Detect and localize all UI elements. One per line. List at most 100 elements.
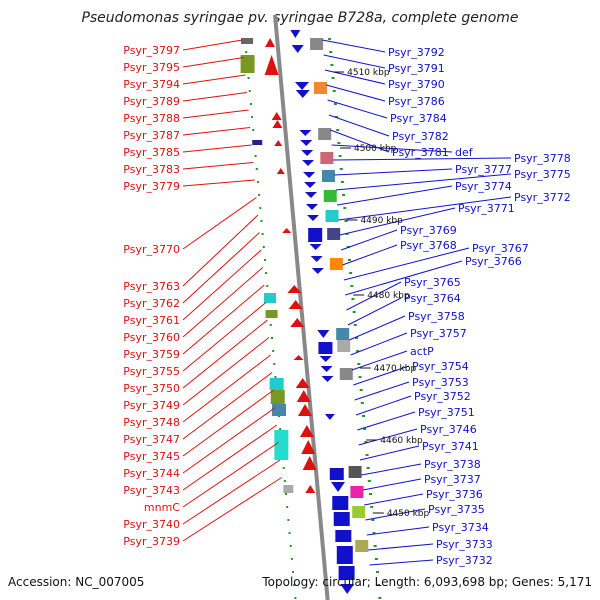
ruler-tick (260, 220, 263, 222)
gene-label-psyr-3751: Psyr_3751 (418, 406, 475, 419)
ruler-tick (370, 506, 374, 508)
ruler-tick (256, 181, 259, 183)
ruler-tick (255, 168, 258, 170)
ruler-tick (286, 506, 289, 508)
ruler-tick (288, 532, 291, 534)
leader-line (182, 92, 248, 102)
ruler-tick (342, 194, 346, 196)
ruler-tick (262, 246, 265, 248)
gene-label-psyr-3767: Psyr_3767 (472, 242, 529, 255)
gene-label-psyr-3738: Psyr_3738 (424, 458, 481, 471)
ruler-tick (372, 532, 376, 534)
gene-block (318, 128, 332, 140)
ruler-tick (369, 493, 373, 495)
gene-label-psyr-3786: Psyr_3786 (388, 95, 445, 108)
ruler-tick (337, 142, 341, 144)
gene-label-psyr-3754: Psyr_3754 (412, 360, 469, 373)
gene-label-psyr-3782: Psyr_3782 (392, 130, 449, 143)
gene-label-psyr-3747: Psyr_3747 (123, 433, 180, 446)
ruler-tick (338, 155, 342, 157)
gene-label-psyr-3749: Psyr_3749 (123, 399, 180, 412)
forward-gene-block (332, 496, 349, 510)
ruler-tick (272, 350, 275, 352)
ruler-tick (367, 480, 371, 482)
ruler-tick (377, 584, 381, 586)
gene-block (348, 466, 362, 478)
leader-line (182, 57, 244, 68)
ruler-tick (245, 51, 248, 53)
leader-line (182, 424, 278, 491)
reverse-gene-arrow (287, 285, 302, 293)
ruler-tick (266, 285, 269, 287)
reverse-gene-arrow (295, 378, 310, 388)
reverse-gene-block (269, 378, 284, 390)
ruler-tick (263, 259, 266, 261)
ruler-tick (345, 233, 349, 235)
leader-line (362, 478, 422, 491)
leader-line (331, 144, 453, 153)
gene-label-psyr-3784: Psyr_3784 (390, 112, 447, 125)
ruler-tick (376, 571, 380, 573)
leader-line (333, 157, 512, 161)
leader-line (182, 477, 282, 542)
ruler-tick (374, 558, 378, 560)
ruler-tick (371, 519, 375, 521)
leader-line (182, 249, 262, 321)
reverse-gene-block (240, 55, 255, 73)
ruler-tick (362, 415, 365, 417)
gene-block (350, 486, 364, 498)
ruler-tick (353, 324, 357, 326)
gene-label-mnmc: mnmC (144, 501, 180, 514)
ruler-tick (335, 116, 339, 118)
gene-label-psyr-3785: Psyr_3785 (123, 146, 180, 159)
gene-label-psyr-3764: Psyr_3764 (404, 292, 461, 305)
ruler-tick (330, 64, 334, 66)
gene-features (240, 30, 369, 594)
forward-gene-block (335, 530, 352, 542)
gene-block (337, 340, 351, 352)
gene-label-psyr-3795: Psyr_3795 (123, 61, 180, 74)
ruler-tick (274, 376, 277, 378)
reverse-gene-arrow (272, 120, 283, 128)
forward-gene-arrow (321, 376, 334, 382)
gene-label-psyr-3732: Psyr_3732 (436, 554, 493, 567)
gene-label-psyr-3755: Psyr_3755 (123, 365, 180, 378)
forward-gene-arrow (303, 172, 316, 178)
leader-line (359, 445, 420, 461)
leader-line (339, 207, 456, 236)
reverse-gene-block (265, 310, 278, 318)
reverse-gene-arrow (265, 38, 276, 47)
reverse-gene-arrow (305, 485, 316, 493)
gene-label-psyr-3779: Psyr_3779 (123, 180, 180, 193)
gene-label-psyr-3777: Psyr_3777 (455, 163, 512, 176)
forward-gene-block (329, 468, 344, 480)
ruler-tick (360, 402, 364, 404)
leader-line (182, 407, 276, 474)
gene-label-psyr-3769: Psyr_3769 (400, 224, 457, 237)
gene-label-psyr-3787: Psyr_3787 (123, 129, 180, 142)
gene-label-psyr-3752: Psyr_3752 (414, 390, 471, 403)
leader-line (354, 381, 410, 401)
reverse-gene-arrow (288, 300, 303, 309)
ruler-label: 4450 kbp (387, 509, 430, 519)
reverse-gene-arrow (282, 228, 292, 233)
gene-label-psyr-3783: Psyr_3783 (123, 163, 180, 176)
gene-label-psyr-3734: Psyr_3734 (432, 521, 489, 534)
gene-label-psyr-3792: Psyr_3792 (388, 46, 445, 59)
leader-line (340, 229, 398, 251)
forward-gene-arrow (304, 192, 317, 198)
ruler-tick (339, 168, 343, 170)
forward-gene-arrow (317, 330, 330, 338)
gene-block (339, 368, 353, 380)
ruler-tick (333, 103, 337, 105)
gene-label-psyr-3733: Psyr_3733 (436, 538, 493, 551)
reverse-gene-block (283, 485, 294, 493)
gene-label-psyr-3763: Psyr_3763 (123, 280, 180, 293)
ruler-tick (343, 207, 347, 209)
leader-line (182, 197, 257, 250)
leader-line (342, 244, 398, 266)
ruler-tick (270, 337, 273, 339)
gene-label-psyr-3789: Psyr_3789 (123, 95, 180, 108)
reverse-gene-arrow (290, 318, 305, 327)
forward-gene-block (318, 342, 333, 354)
